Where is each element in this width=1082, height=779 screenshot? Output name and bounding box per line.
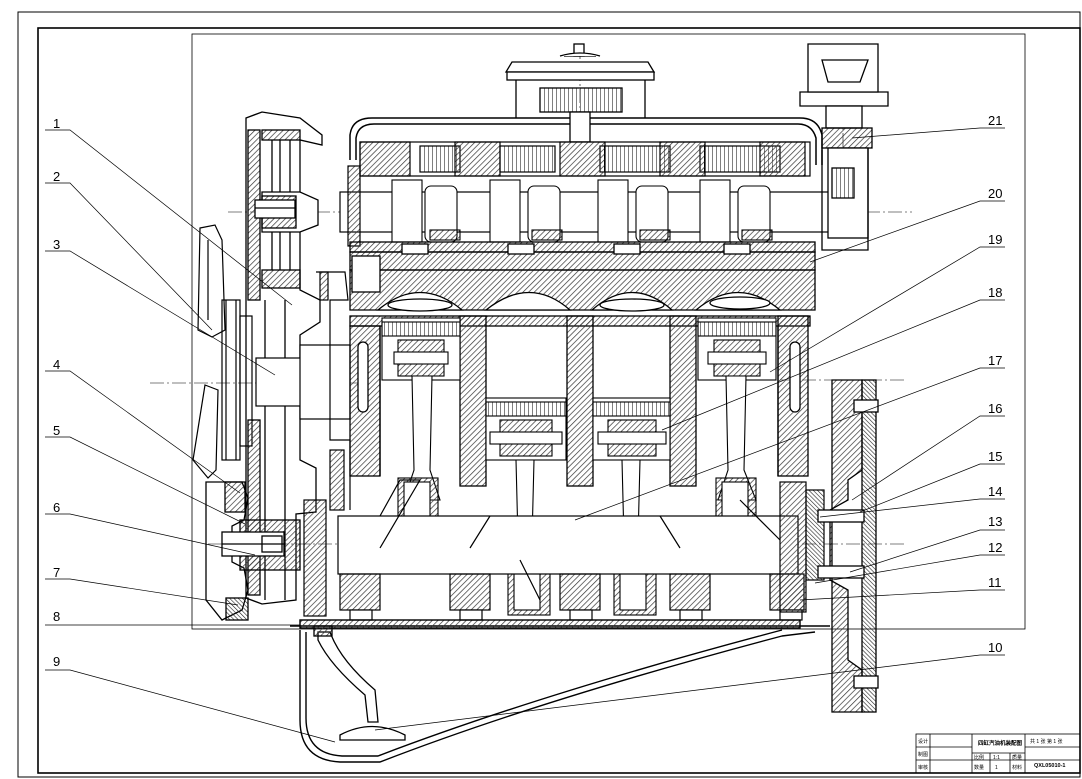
callout-10: 10 <box>988 640 1002 655</box>
callout-4: 4 <box>53 357 60 372</box>
callout-3: 3 <box>53 237 60 252</box>
tb-row-draw: 制图 <box>918 751 928 758</box>
tb-row-design: 设计 <box>918 738 928 745</box>
callout-6: 6 <box>53 500 60 515</box>
callout-2: 2 <box>53 169 60 184</box>
callout-11: 11 <box>988 575 1002 590</box>
callouts-right: 21 20 19 18 17 16 15 14 13 12 11 10 <box>988 113 1002 655</box>
inner-border <box>37 27 1081 774</box>
cam-lobes <box>391 179 773 243</box>
callout-9: 9 <box>53 654 60 669</box>
drawing-title: 四缸汽油机装配图 <box>978 739 1023 747</box>
tb-material: 材料 <box>1012 764 1022 771</box>
air-filter <box>504 43 656 143</box>
tb-qty-value: 1 <box>995 765 998 771</box>
tb-scale-label: 比例 <box>974 754 984 761</box>
callout-15: 15 <box>988 449 1002 464</box>
crank-pulley <box>205 481 301 621</box>
callout-1: 1 <box>53 116 60 131</box>
callout-20: 20 <box>988 186 1002 201</box>
tb-scale-value: 1:1 <box>993 755 1000 761</box>
callouts-left: 1 2 3 4 5 6 7 8 9 <box>53 116 60 669</box>
callout-21: 21 <box>988 113 1002 128</box>
callout-19: 19 <box>988 232 1002 247</box>
callout-12: 12 <box>988 540 1002 555</box>
cylinder-head <box>349 241 816 312</box>
tb-qty-label: 数量 <box>974 764 984 771</box>
tb-sheet-info: 共 1 张 第 1 张 <box>1030 738 1063 745</box>
oil-pickup <box>313 625 406 741</box>
oil-pan <box>290 619 830 763</box>
pistons <box>381 317 777 461</box>
title-block-text: 设计 制图 审核 四缸汽油机装配图 比例 1:1 数量 1 质量 材料 共 1 … <box>918 738 1066 771</box>
pulley-hub-bolt <box>254 191 319 233</box>
tb-mass-label: 质量 <box>1012 754 1022 761</box>
callout-13: 13 <box>988 514 1002 529</box>
callout-8: 8 <box>53 609 60 624</box>
callout-7: 7 <box>53 565 60 580</box>
tb-drawing-no: QXL05010-1 <box>1034 763 1066 769</box>
leader-lines <box>45 127 1005 743</box>
crankshaft <box>337 479 825 621</box>
cylinder-block <box>349 315 811 487</box>
callout-18: 18 <box>988 285 1002 300</box>
cooling-fan <box>192 224 226 479</box>
callout-5: 5 <box>53 423 60 438</box>
flywheel <box>817 379 879 713</box>
water-pump-shaft <box>255 344 351 420</box>
callout-14: 14 <box>988 484 1002 499</box>
tb-row-review: 审核 <box>918 764 928 771</box>
callout-17: 17 <box>988 353 1002 368</box>
title-block <box>915 733 1081 774</box>
callout-16: 16 <box>988 401 1002 416</box>
distributor <box>799 43 889 251</box>
view-frame <box>191 33 1026 630</box>
